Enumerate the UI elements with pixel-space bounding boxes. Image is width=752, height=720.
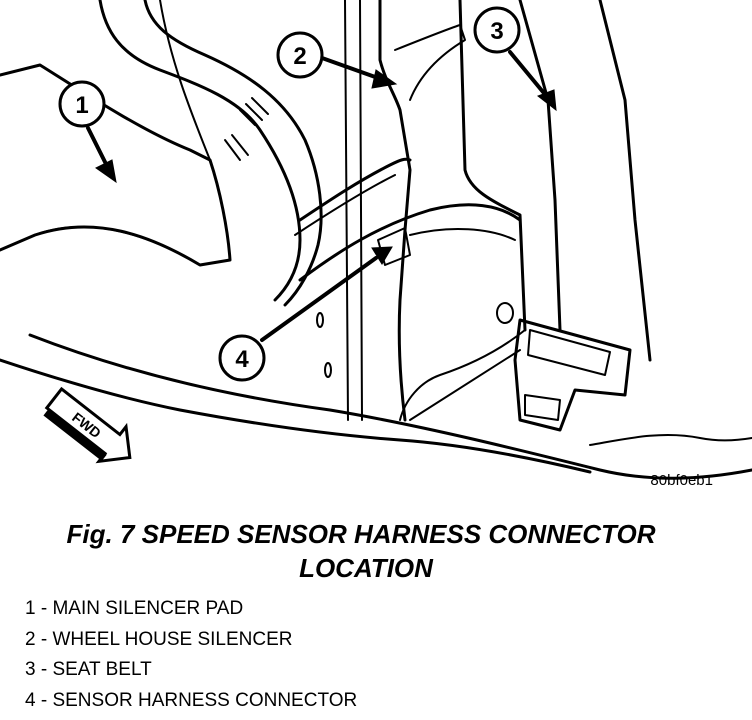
body-hole-3 [324,362,332,378]
callout-4-leader [260,256,378,342]
caption-line-1: Fig. 7 SPEED SENSOR HARNESS CONNECTOR [66,519,656,549]
wheel-house-silencer [378,0,412,422]
silencer-pad-edge [34,225,201,266]
body-hole-1 [496,302,514,324]
rear-panel-lower [399,329,526,421]
fwd-direction-arrow: FWD [43,386,132,464]
rear-panel-edge [458,0,527,332]
harness-branch-2 [294,174,396,236]
callout-2-arrowhead [371,69,398,89]
legend-item-1: 1 - MAIN SILENCER PAD [25,598,244,619]
callout-3-arrowhead [536,89,557,112]
harness-tape-2 [224,134,249,161]
harness-upper [98,0,302,302]
figure-caption: Fig. 7 SPEED SENSOR HARNESS CONNECTOR LO… [0,517,752,585]
callout-3-circle [473,6,521,54]
wheel-house-curve-inner [409,228,516,241]
harness-branch [298,157,412,222]
callout-3-number: 3 [490,18,503,45]
wheel-house-curve [298,203,522,282]
floor-lower-line [0,358,592,474]
floor-rear-line [589,434,752,446]
floor-edge-line [28,333,752,480]
harness-tape-1 [239,97,269,126]
image-code: 80bf0eb1 [650,472,713,489]
rear-panel-bottom [409,349,521,421]
legend-item-4: 4 - SENSOR HARNESS CONNECTOR [25,689,358,711]
callout-legend: 1 - MAIN SILENCER PAD 2 - WHEEL HOUSE SI… [25,594,357,716]
callout-2-leader [320,56,380,80]
callout-1-circle [58,80,106,128]
callout-4-number: 4 [235,346,249,373]
vehicle-interior-illustration: 1 2 3 4 FWD 80bf0eb1 [0,0,752,489]
pillar-trim-2 [344,0,349,421]
callout-1-arrowhead [95,159,117,184]
callout-1-leader [86,126,110,170]
seat-belt-buckle-slot [527,329,611,376]
callout-4-circle [218,334,266,382]
pillar-left-edge [159,0,211,161]
seat-belt-left-edge [518,0,562,332]
caption-line-2: LOCATION [299,553,433,583]
body-hole-2 [316,312,324,328]
wheel-house-inner [394,24,466,101]
harness-lower [143,0,323,307]
callout-2-circle [276,31,324,79]
callout-3-leader [508,50,550,100]
seat-belt-buckle [513,318,632,432]
legend-item-2: 2 - WHEEL HOUSE SILENCER [25,628,293,650]
callout-4-arrowhead [371,246,393,265]
seat-belt-right-edge [598,0,652,362]
legend-item-3: 3 - SEAT BELT [25,659,152,680]
callout-1-number: 1 [75,92,88,119]
seat-belt-latch [524,394,561,421]
callout-2-number: 2 [293,43,306,70]
pillar-trim [359,0,363,421]
